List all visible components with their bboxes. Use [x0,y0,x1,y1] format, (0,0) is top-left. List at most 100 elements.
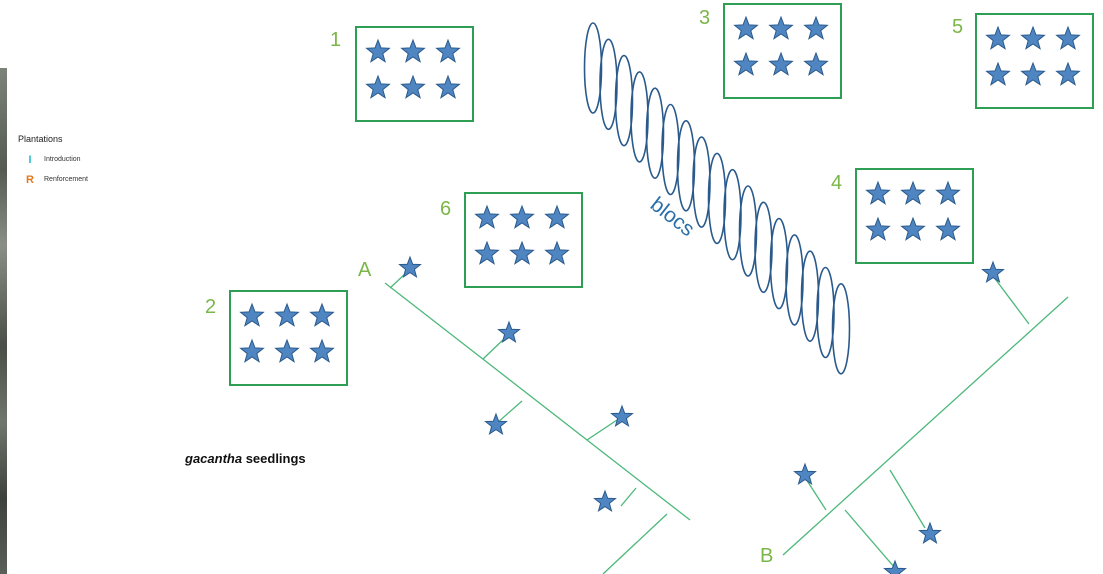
plot-boxes [229,3,1094,386]
transect-a-line [384,282,691,521]
plot-1-star [400,38,426,63]
plot-6-star [509,204,535,229]
caption-rest: seedlings [242,451,306,466]
bloc-ellipse [692,136,711,228]
plot-label-1: 1 [330,29,341,51]
plot-4-star [865,180,891,205]
bloc-ellipse [738,185,758,277]
stars [239,15,1081,574]
bloc-ellipse [785,234,804,326]
transect-label-a: A [358,259,372,281]
plot-5-star [1020,61,1046,86]
plot-3-star [733,51,759,76]
plot-box-1 [355,26,474,122]
bloc-ellipse [800,250,820,343]
bloc-ellipse [614,54,634,147]
transect-star [883,559,907,574]
plot-4-star [865,216,891,241]
bloc-ellipse [831,282,851,375]
bloc-ellipse [599,38,618,131]
plot-3-star [768,15,794,40]
transect-lines [384,273,1069,574]
plot-box-2 [229,290,348,386]
bloc-ellipse [754,201,773,294]
plot-6-star [509,240,535,265]
plot-3-star [733,15,759,40]
transect-b-line [782,296,1069,556]
transect-a-branch [602,513,668,574]
transect-star [793,462,817,486]
legend-title: Plantations [18,134,63,144]
plot-5-star [1020,25,1046,50]
transect-b-branch [889,469,926,529]
plot-2-star [239,338,265,363]
plot-box-5 [975,13,1094,109]
bloc-ellipse [630,71,649,163]
plot-6-star [474,240,500,265]
plot-2-star [274,302,300,327]
plot-4-star [900,180,926,205]
plot-3-star [803,51,829,76]
legend-symbol-introduction: I [28,154,32,166]
plot-6-star [544,204,570,229]
diagram-labels: 1 2 3 4 5 6 A B blocs [205,7,963,567]
plot-4-star [935,216,961,241]
plot-4-star [935,180,961,205]
plot-label-2: 2 [205,296,216,318]
plot-2-star [309,302,335,327]
plot-1-star [435,38,461,63]
transect-a-branch [496,400,523,424]
bloc-ellipse [707,152,727,245]
transect-star [918,521,942,545]
bloc-ellipse [816,266,835,359]
transect-a-branch [389,273,406,289]
plot-1-star [365,38,391,63]
transect-b-branch [805,478,827,511]
plot-2-star [309,338,335,363]
plot-3-star [803,15,829,40]
legend-label-introduction: Introduction [44,156,81,163]
plot-box-4 [855,168,974,264]
bloc-ellipse [583,22,603,114]
bloc-ellipse [676,120,696,212]
blocs-ellipses [583,22,851,375]
plot-label-5: 5 [952,16,963,38]
map-thumbnail-edge [0,68,7,574]
plot-6-star [474,204,500,229]
transect-star [497,320,521,344]
transect-a-branch [482,337,506,360]
legend-label-renforcement: Renforcement [44,176,88,183]
transect-star [981,260,1005,284]
bloc-ellipse [661,103,680,196]
plot-box-6 [464,192,583,288]
transect-label-b: B [760,545,773,567]
transect-b-branch [844,509,896,569]
plot-1-star [435,74,461,99]
plot-label-3: 3 [699,7,710,29]
plot-2-star [274,338,300,363]
plot-5-star [1055,61,1081,86]
bloc-ellipse [645,87,665,179]
plot-6-star [544,240,570,265]
transect-star [593,489,617,513]
transect-b-branch [992,275,1030,325]
plot-4-star [900,216,926,241]
transect-a-branch [586,419,618,441]
plot-1-star [365,74,391,99]
transect-a-branch [620,487,637,507]
plot-5-star [985,61,1011,86]
bloc-ellipse [723,168,742,261]
legend: Plantations I Introduction R Renforcemen… [15,134,175,194]
transect-star [398,255,422,279]
transect-star [610,404,634,428]
plot-3-star [768,51,794,76]
plot-1-star [400,74,426,99]
plot-label-6: 6 [440,198,451,220]
caption-species: gacantha [185,451,243,466]
legend-symbol-renforcement: R [26,174,34,186]
plot-5-star [985,25,1011,50]
caption: gacantha seedlings [185,451,306,466]
plot-2-star [239,302,265,327]
plot-5-star [1055,25,1081,50]
